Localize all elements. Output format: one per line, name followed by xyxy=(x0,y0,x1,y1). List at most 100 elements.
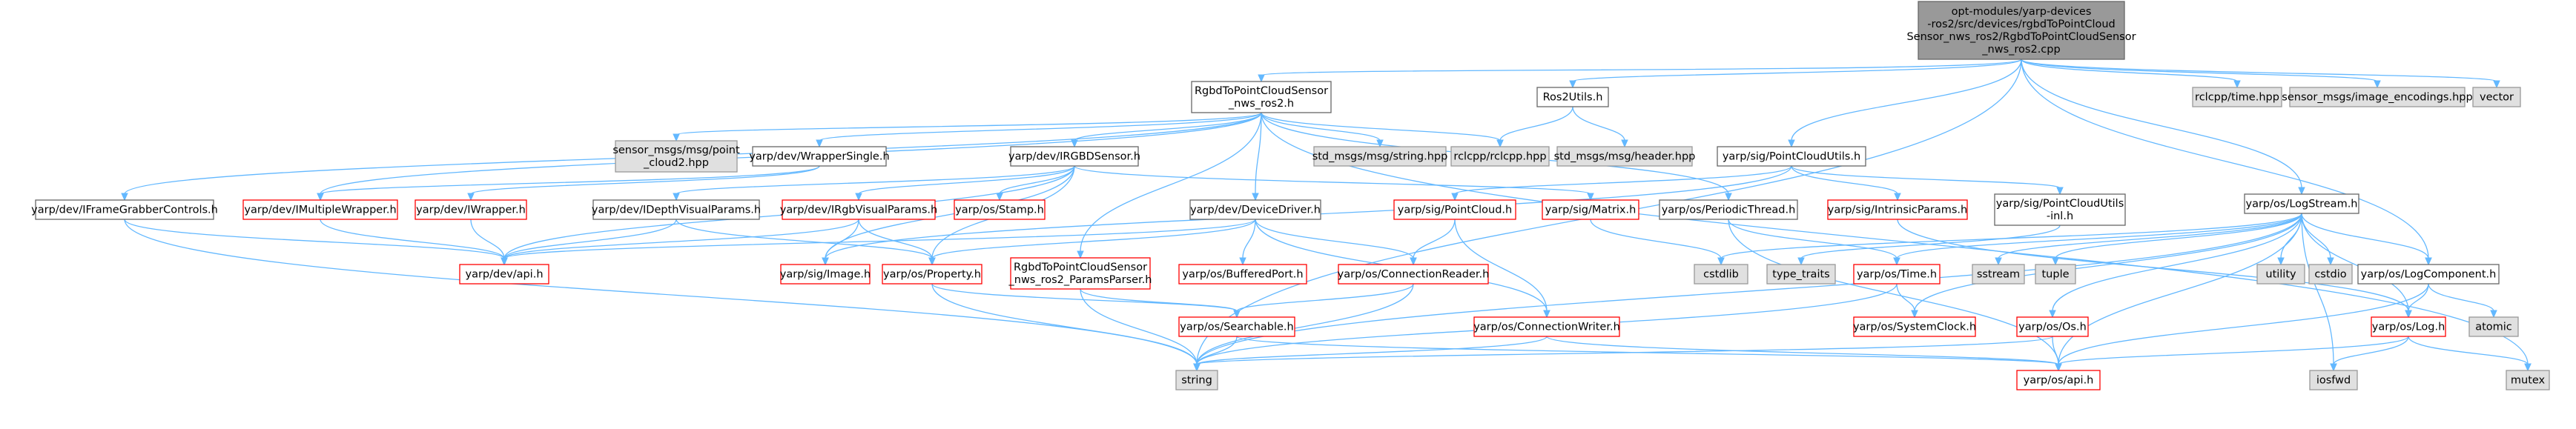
edge-line xyxy=(1196,336,2053,365)
node-yarp-sig-pointcloudutils-inl-h[interactable]: yarp/sig/PointCloudUtils-inl.h xyxy=(1994,193,2126,226)
node-yarp-dev-iframegrabbercontrols-h[interactable]: yarp/dev/IFrameGrabberControls.h xyxy=(31,199,218,220)
node-yarp-os-connectionreader-h[interactable]: yarp/os/ConnectionReader.h xyxy=(1338,264,1490,285)
node-yarp-os-systemclock-h[interactable]: yarp/os/SystemClock.h xyxy=(1853,316,1976,337)
node-yarp-dev-api-h[interactable]: yarp/dev/api.h xyxy=(459,264,549,285)
edge-arrowhead xyxy=(1797,257,1805,266)
node-yarp-dev-wrappersingle-h[interactable]: yarp/dev/WrapperSingle.h xyxy=(749,146,890,167)
node-box xyxy=(1175,370,1218,390)
node-yarp-os-periodicthread-h[interactable]: yarp/os/PeriodicThread.h xyxy=(1659,199,1798,220)
node-box xyxy=(1853,264,1941,285)
node-box xyxy=(1338,264,1489,285)
edge-line xyxy=(1255,112,1262,195)
node-box xyxy=(782,199,936,220)
edge-line xyxy=(1896,283,1915,312)
node-box xyxy=(35,199,214,220)
edge-arrowhead xyxy=(1995,257,2002,266)
edge-line xyxy=(819,112,1262,142)
node-yarp-dev-imultiplewrapper-h[interactable]: yarp/dev/IMultipleWrapper.h xyxy=(242,199,398,220)
edge-pcutils-to-pcutilsinl xyxy=(1791,165,2064,196)
node-label-line: rclcpp/rclcpp.hpp xyxy=(1453,151,1546,163)
node-yarp-dev-irgbvisualparams-h[interactable]: yarp/dev/IRgbVisualParams.h xyxy=(780,199,937,220)
node-rclcpp-rclcpp-hpp: rclcpp/rclcpp.hpp xyxy=(1450,146,1550,167)
edge-log-to-mutex xyxy=(2408,336,2532,372)
edge-line xyxy=(320,219,505,259)
edge-line xyxy=(2428,283,2494,312)
edge-arrowhead xyxy=(2327,257,2334,266)
edge-arrowhead xyxy=(467,193,475,202)
node-yarp-os-searchable-h[interactable]: yarp/os/Searchable.h xyxy=(1178,316,1295,337)
edge-connwriter-to-string xyxy=(1193,336,1548,372)
edge-line xyxy=(931,219,1256,259)
node-yarp-os-property-h[interactable]: yarp/os/Property.h xyxy=(882,264,982,285)
node-rgbdtopointcloudsensor-nws-ros2-paramsparser-h[interactable]: RgbdToPointCloudSensor_nws_ros2_ParamsPa… xyxy=(1008,257,1152,290)
edge-line xyxy=(1236,336,2059,365)
edge-line xyxy=(2055,213,2302,259)
node-yarp-os-time-h[interactable]: yarp/os/Time.h xyxy=(1853,264,1941,285)
node-yarp-sig-matrix-h[interactable]: yarp/sig/Matrix.h xyxy=(1542,199,1639,220)
node-box xyxy=(1450,146,1550,167)
node-box xyxy=(1191,81,1332,113)
node-yarp-dev-devicedriver-h[interactable]: yarp/dev/DeviceDriver.h xyxy=(1189,199,1321,220)
node-ros2utils-h[interactable]: Ros2Utils.h xyxy=(1536,87,1609,107)
edge-pointcloud-to-connwriter xyxy=(1454,219,1550,319)
edge-line xyxy=(1720,213,2302,259)
node-opt-modules-yarp-devices-ros2-src-devices-rgbdtopointcloudsensor-nws-ros2-rgbdtopointcloudsensor-nws-ros2-cpp[interactable]: opt-modules/yarp-devices-ros2/src/device… xyxy=(1906,1,2136,60)
edge-pcutils-to-pointcloud xyxy=(1451,165,1792,202)
node-label-line: atomic xyxy=(2475,322,2512,333)
node-label-line: yarp/os/LogComponent.h xyxy=(2361,269,2497,281)
node-box xyxy=(2016,370,2101,390)
node-yarp-dev-idepthvisualparams-h[interactable]: yarp/dev/IDepthVisualParams.h xyxy=(592,199,761,220)
node-box xyxy=(2357,264,2500,285)
node-box xyxy=(592,199,760,220)
node-label-line: yarp/sig/Matrix.h xyxy=(1545,204,1637,216)
node-yarp-sig-image-h[interactable]: yarp/sig/Image.h xyxy=(780,264,871,285)
edge-line xyxy=(2021,59,2497,82)
edge-line xyxy=(1074,112,1262,142)
edge-line xyxy=(503,219,859,259)
node-yarp-sig-pointcloudutils-h[interactable]: yarp/sig/PointCloudUtils.h xyxy=(1717,146,1866,167)
node-label-line: _nws_ros2_ParamsParser.h xyxy=(1008,274,1152,286)
edge-arrowhead xyxy=(1587,193,1594,202)
node-label-line: yarp/os/Property.h xyxy=(883,269,981,281)
edge-line xyxy=(2058,213,2302,365)
edge-arrowhead xyxy=(855,193,862,202)
node-box xyxy=(1659,199,1798,220)
node-yarp-dev-irgbdsensor-h[interactable]: yarp/dev/IRGBDSensor.h xyxy=(1008,146,1140,167)
node-yarp-sig-intrinsicparams-h[interactable]: yarp/sig/IntrinsicParams.h xyxy=(1827,199,1968,220)
edge-line xyxy=(2333,336,2409,365)
edge-arrowhead xyxy=(1725,193,1732,202)
node-box xyxy=(2016,316,2089,337)
node-yarp-os-stamp-h[interactable]: yarp/os/Stamp.h xyxy=(954,199,1046,220)
edge-imultiwrap-to-devapi xyxy=(320,219,508,266)
node-yarp-os-connectionwriter-h[interactable]: yarp/os/ConnectionWriter.h xyxy=(1473,316,1620,337)
edge-arrowhead xyxy=(1258,74,1265,83)
edge-logstream-to-sstream xyxy=(1995,213,2302,266)
node-yarp-dev-iwrapper-h[interactable]: yarp/dev/IWrapper.h xyxy=(415,199,527,220)
edge-arrowhead xyxy=(2374,80,2381,89)
edge-rgbdh-to-wrapsingle xyxy=(816,112,1262,148)
edge-ros2utils-to-headerhpp xyxy=(1572,106,1628,148)
edge-logcomp-to-log xyxy=(2405,283,2429,319)
edge-wrapsingle-to-iwrapper xyxy=(467,165,820,202)
node-rgbdtopointcloudsensor-nws-ros2-h[interactable]: RgbdToPointCloudSensor_nws_ros2.h xyxy=(1191,81,1332,113)
node-yarp-os-bufferedport-h[interactable]: yarp/os/BufferedPort.h xyxy=(1178,264,1307,285)
node-label-line: std_msgs/msg/header.hpp xyxy=(1554,151,1696,163)
node-yarp-sig-pointcloud-h[interactable]: yarp/sig/PointCloud.h xyxy=(1393,199,1516,220)
node-yarp-os-logstream-h[interactable]: yarp/os/LogStream.h xyxy=(2244,193,2359,214)
node-label-line: yarp/os/Searchable.h xyxy=(1180,322,1293,333)
node-yarp-os-api-h[interactable]: yarp/os/api.h xyxy=(2016,370,2101,390)
edge-arrowhead xyxy=(2493,80,2500,89)
node-tuple: tuple xyxy=(2035,264,2076,285)
node-label-line: yarp/os/BufferedPort.h xyxy=(1182,269,1303,281)
edge-root-to-ros2utils xyxy=(1569,59,2022,89)
node-box xyxy=(415,199,527,220)
node-yarp-os-log-h[interactable]: yarp/os/Log.h xyxy=(2371,316,2446,337)
edge-devdriver-to-devapi xyxy=(501,219,1256,266)
edge-line xyxy=(1454,219,1548,312)
node-label-line: Ros2Utils.h xyxy=(1543,92,1603,104)
node-label-line: rclcpp/time.hpp xyxy=(2195,92,2279,104)
node-yarp-os-logcomponent-h[interactable]: yarp/os/LogComponent.h xyxy=(2357,264,2500,285)
node-yarp-os-os-h[interactable]: yarp/os/Os.h xyxy=(2016,316,2089,337)
edge-arrowhead xyxy=(121,193,128,202)
edge-pcutilsinl-to-typetraits xyxy=(1797,225,2061,266)
